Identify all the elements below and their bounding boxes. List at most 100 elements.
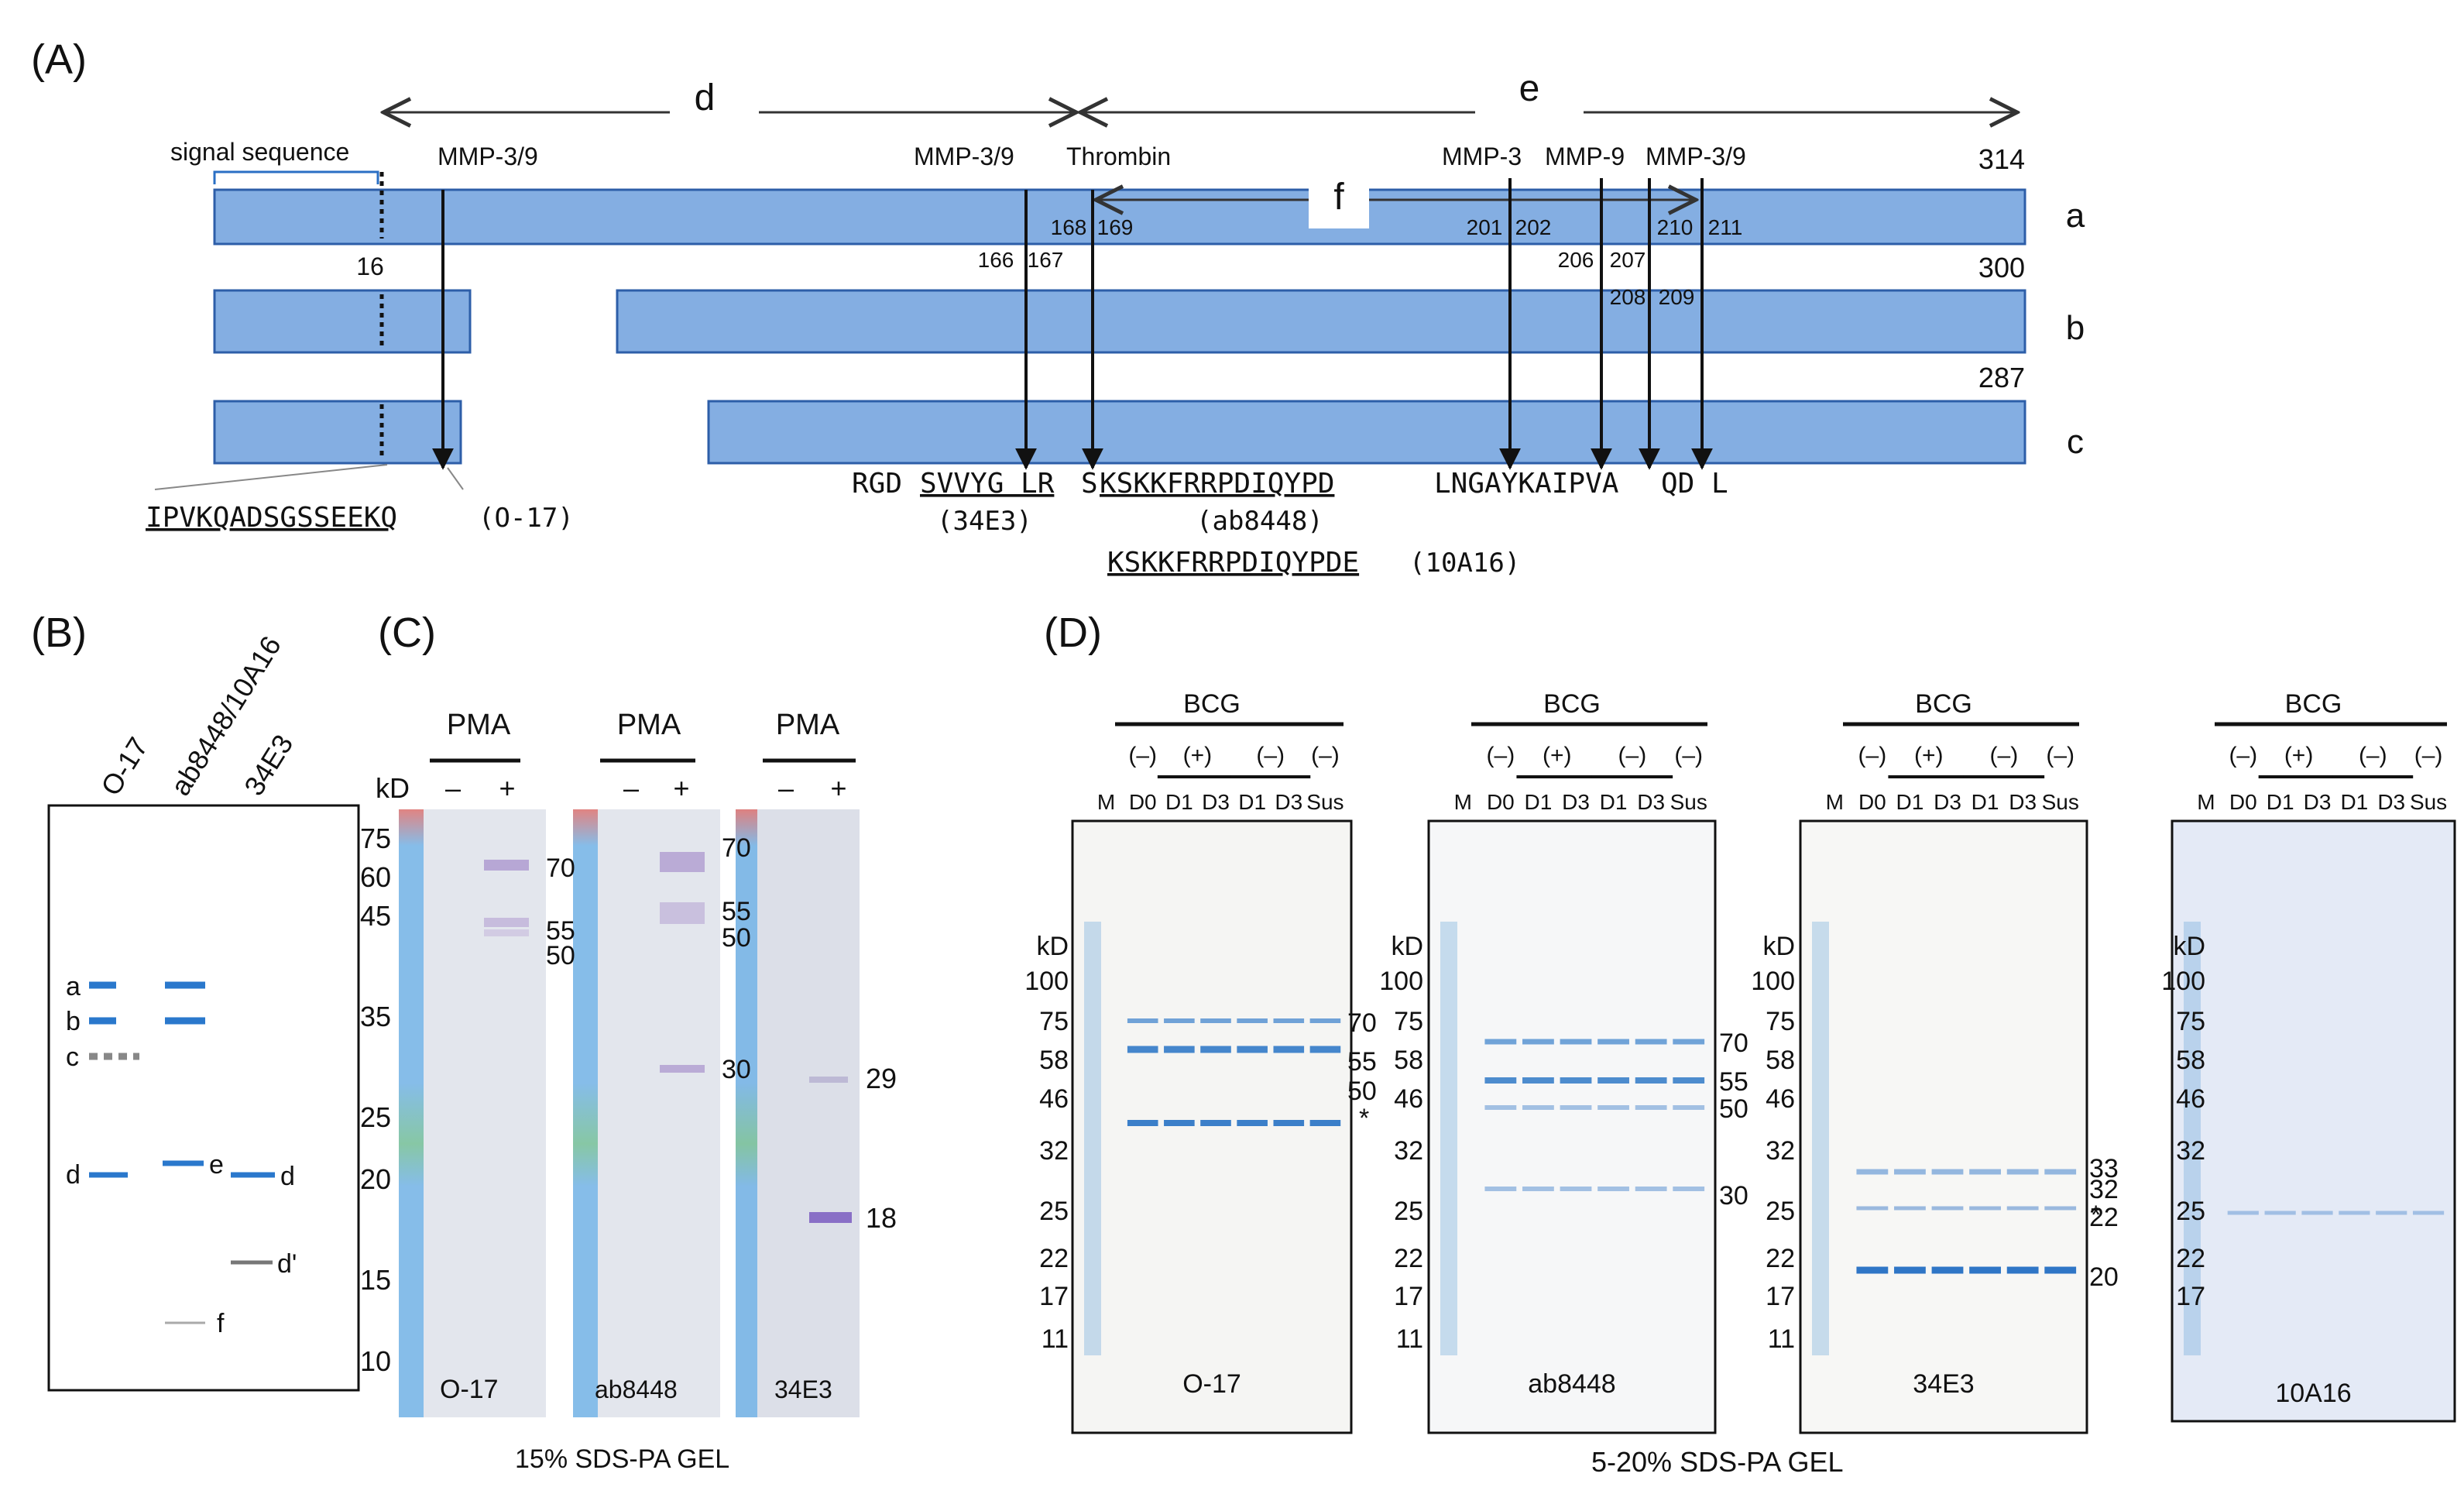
seq-rgd: RGD <box>852 468 902 500</box>
gel-box-d4 <box>2171 819 2456 1423</box>
plus-3: + <box>830 772 846 804</box>
lane-label-d1-2: D1 <box>1165 790 1193 814</box>
residue-210: 210 <box>1657 215 1694 239</box>
cond-neg-2-d1: (–) <box>1256 743 1285 768</box>
band-c2-70 <box>660 852 705 872</box>
residue-166: 166 <box>978 248 1014 272</box>
gel-c2-label: ab8448 <box>595 1376 678 1403</box>
band-d2-0-lane-1 <box>1484 1039 1517 1045</box>
cond-pos-d1: (+) <box>1183 743 1213 768</box>
band-c3-18 <box>809 1212 852 1223</box>
ladder-d3 <box>1812 922 1829 1355</box>
lane-label-d2-5: D3 <box>1637 790 1665 814</box>
panel-c: (C) PMA PMA PMA kD – + – + – + O-17 ab84… <box>360 610 897 1474</box>
cond-pos-d4: (+) <box>2284 743 2314 768</box>
lane-label-d4-2: D1 <box>2267 790 2294 814</box>
band-d1-1-lane-1 <box>1127 1046 1158 1053</box>
residue-16: 16 <box>356 252 384 280</box>
signal-sequence-label: signal sequence <box>170 138 349 166</box>
col-label-34e3: 34E3 <box>238 729 299 801</box>
marker-d3-100: 100 <box>1751 967 1795 996</box>
lane-label-d2-3: D3 <box>1562 790 1590 814</box>
lane-label-d3-5: D3 <box>2009 790 2037 814</box>
band-d2-3-lane-3 <box>1560 1187 1592 1191</box>
plus-2: + <box>673 772 689 804</box>
band-d3-0-lane-5 <box>2006 1169 2039 1175</box>
epitope-10a16-seq: KSKKFRRPDIQYPDE <box>1107 547 1359 579</box>
band-label-d2-3: 30 <box>1719 1181 1748 1211</box>
marker-d4-17: 17 <box>2176 1282 2205 1311</box>
band-label-d2-0: 70 <box>1719 1029 1748 1058</box>
marker-d1-46: 46 <box>1039 1084 1069 1114</box>
residue-207: 207 <box>1610 248 1646 272</box>
band-d2-0-lane-4 <box>1597 1039 1629 1045</box>
band-d3-0-lane-6 <box>2044 1169 2077 1175</box>
protein-bar-c-c <box>707 400 2026 465</box>
marker-d3-46: 46 <box>1766 1084 1795 1114</box>
band-label-c2-1: 55 <box>722 897 751 926</box>
band-d2-2-lane-1 <box>1484 1105 1517 1110</box>
band-d3-0-lane-4 <box>1969 1169 2001 1175</box>
band-d4-0-lane-3 <box>2301 1211 2333 1215</box>
band-d4-0-lane-6 <box>2412 1211 2445 1215</box>
cond-pos-d3: (+) <box>1914 743 1944 768</box>
band-d2-1-lane-4 <box>1597 1077 1629 1084</box>
marker-d2-46: 46 <box>1394 1084 1423 1114</box>
bcg-header-d1: BCG <box>1183 689 1241 719</box>
marker-d4-32: 32 <box>2176 1136 2205 1166</box>
band-label-d2: d <box>280 1162 295 1191</box>
residue-208: 208 <box>1610 285 1646 309</box>
band-d3-0-lane-3 <box>1931 1169 1964 1175</box>
kd-label-d4: kD <box>2173 932 2205 961</box>
band-label-c1-1: 55 <box>546 916 575 946</box>
band-d2-3-lane-6 <box>1673 1187 1705 1191</box>
band-d1-0-lane-5 <box>1273 1018 1305 1023</box>
row-label-a: a <box>2066 197 2085 235</box>
band-d3-0-lane-1 <box>1856 1169 1889 1175</box>
band-d1-2-lane-6 <box>1309 1120 1341 1126</box>
lane-label-d2-6: Sus <box>1670 790 1707 814</box>
band-label-d2-1: 55 <box>1719 1067 1748 1097</box>
marker-c-75: 75 <box>360 823 391 854</box>
band-label-d-prime: d' <box>277 1249 297 1279</box>
lane-label-d3-3: D3 <box>1934 790 1961 814</box>
band-d1-1-lane-2 <box>1164 1046 1195 1053</box>
band-d2-3-lane-1 <box>1484 1187 1517 1191</box>
lane-label-d1-0: M <box>1097 790 1115 814</box>
row-label-b: b <box>2066 309 2085 347</box>
marker-d2-25: 25 <box>1394 1197 1423 1226</box>
gel-box-d1 <box>1071 819 1353 1434</box>
marker-d1-100: 100 <box>1024 967 1069 996</box>
marker-c-25: 25 <box>360 1101 391 1133</box>
marker-d3-17: 17 <box>1766 1282 1795 1311</box>
cond-neg-2-d2: (–) <box>1618 743 1647 768</box>
lane-label-d1-1: D0 <box>1129 790 1157 814</box>
plus-1: + <box>499 772 515 804</box>
lane-label-d1-4: D1 <box>1238 790 1266 814</box>
lane-label-d1-6: Sus <box>1306 790 1344 814</box>
span-d-label: d <box>695 77 716 118</box>
band-d4-0-lane-4 <box>2339 1211 2370 1215</box>
cond-neg-1-d3: (–) <box>1858 743 1887 768</box>
marker-d1-58: 58 <box>1039 1046 1069 1075</box>
band-d4-0-lane-5 <box>2376 1211 2407 1215</box>
gel-name-d4: 10A16 <box>2275 1379 2351 1408</box>
marker-d4-100: 100 <box>2161 967 2205 996</box>
marker-d2-32: 32 <box>1394 1136 1423 1166</box>
band-label-d1-0: 70 <box>1347 1008 1377 1038</box>
band-d1-2-lane-1 <box>1127 1120 1158 1126</box>
marker-c-60: 60 <box>360 861 391 893</box>
site-mmp39-1: MMP-3/9 <box>438 143 538 170</box>
marker-d4-58: 58 <box>2176 1046 2205 1075</box>
marker-d3-11: 11 <box>1768 1324 1795 1354</box>
gel-box-d3 <box>1799 819 2088 1434</box>
span-f-box <box>1309 174 1369 228</box>
residue-169: 169 <box>1097 215 1134 239</box>
marker-d4-46: 46 <box>2176 1084 2205 1114</box>
band-d1-0-lane-3 <box>1200 1018 1231 1023</box>
band-d1-0-lane-2 <box>1164 1018 1195 1023</box>
seq-right-2: QD <box>1661 468 1694 500</box>
band-c1-55 <box>484 918 529 927</box>
